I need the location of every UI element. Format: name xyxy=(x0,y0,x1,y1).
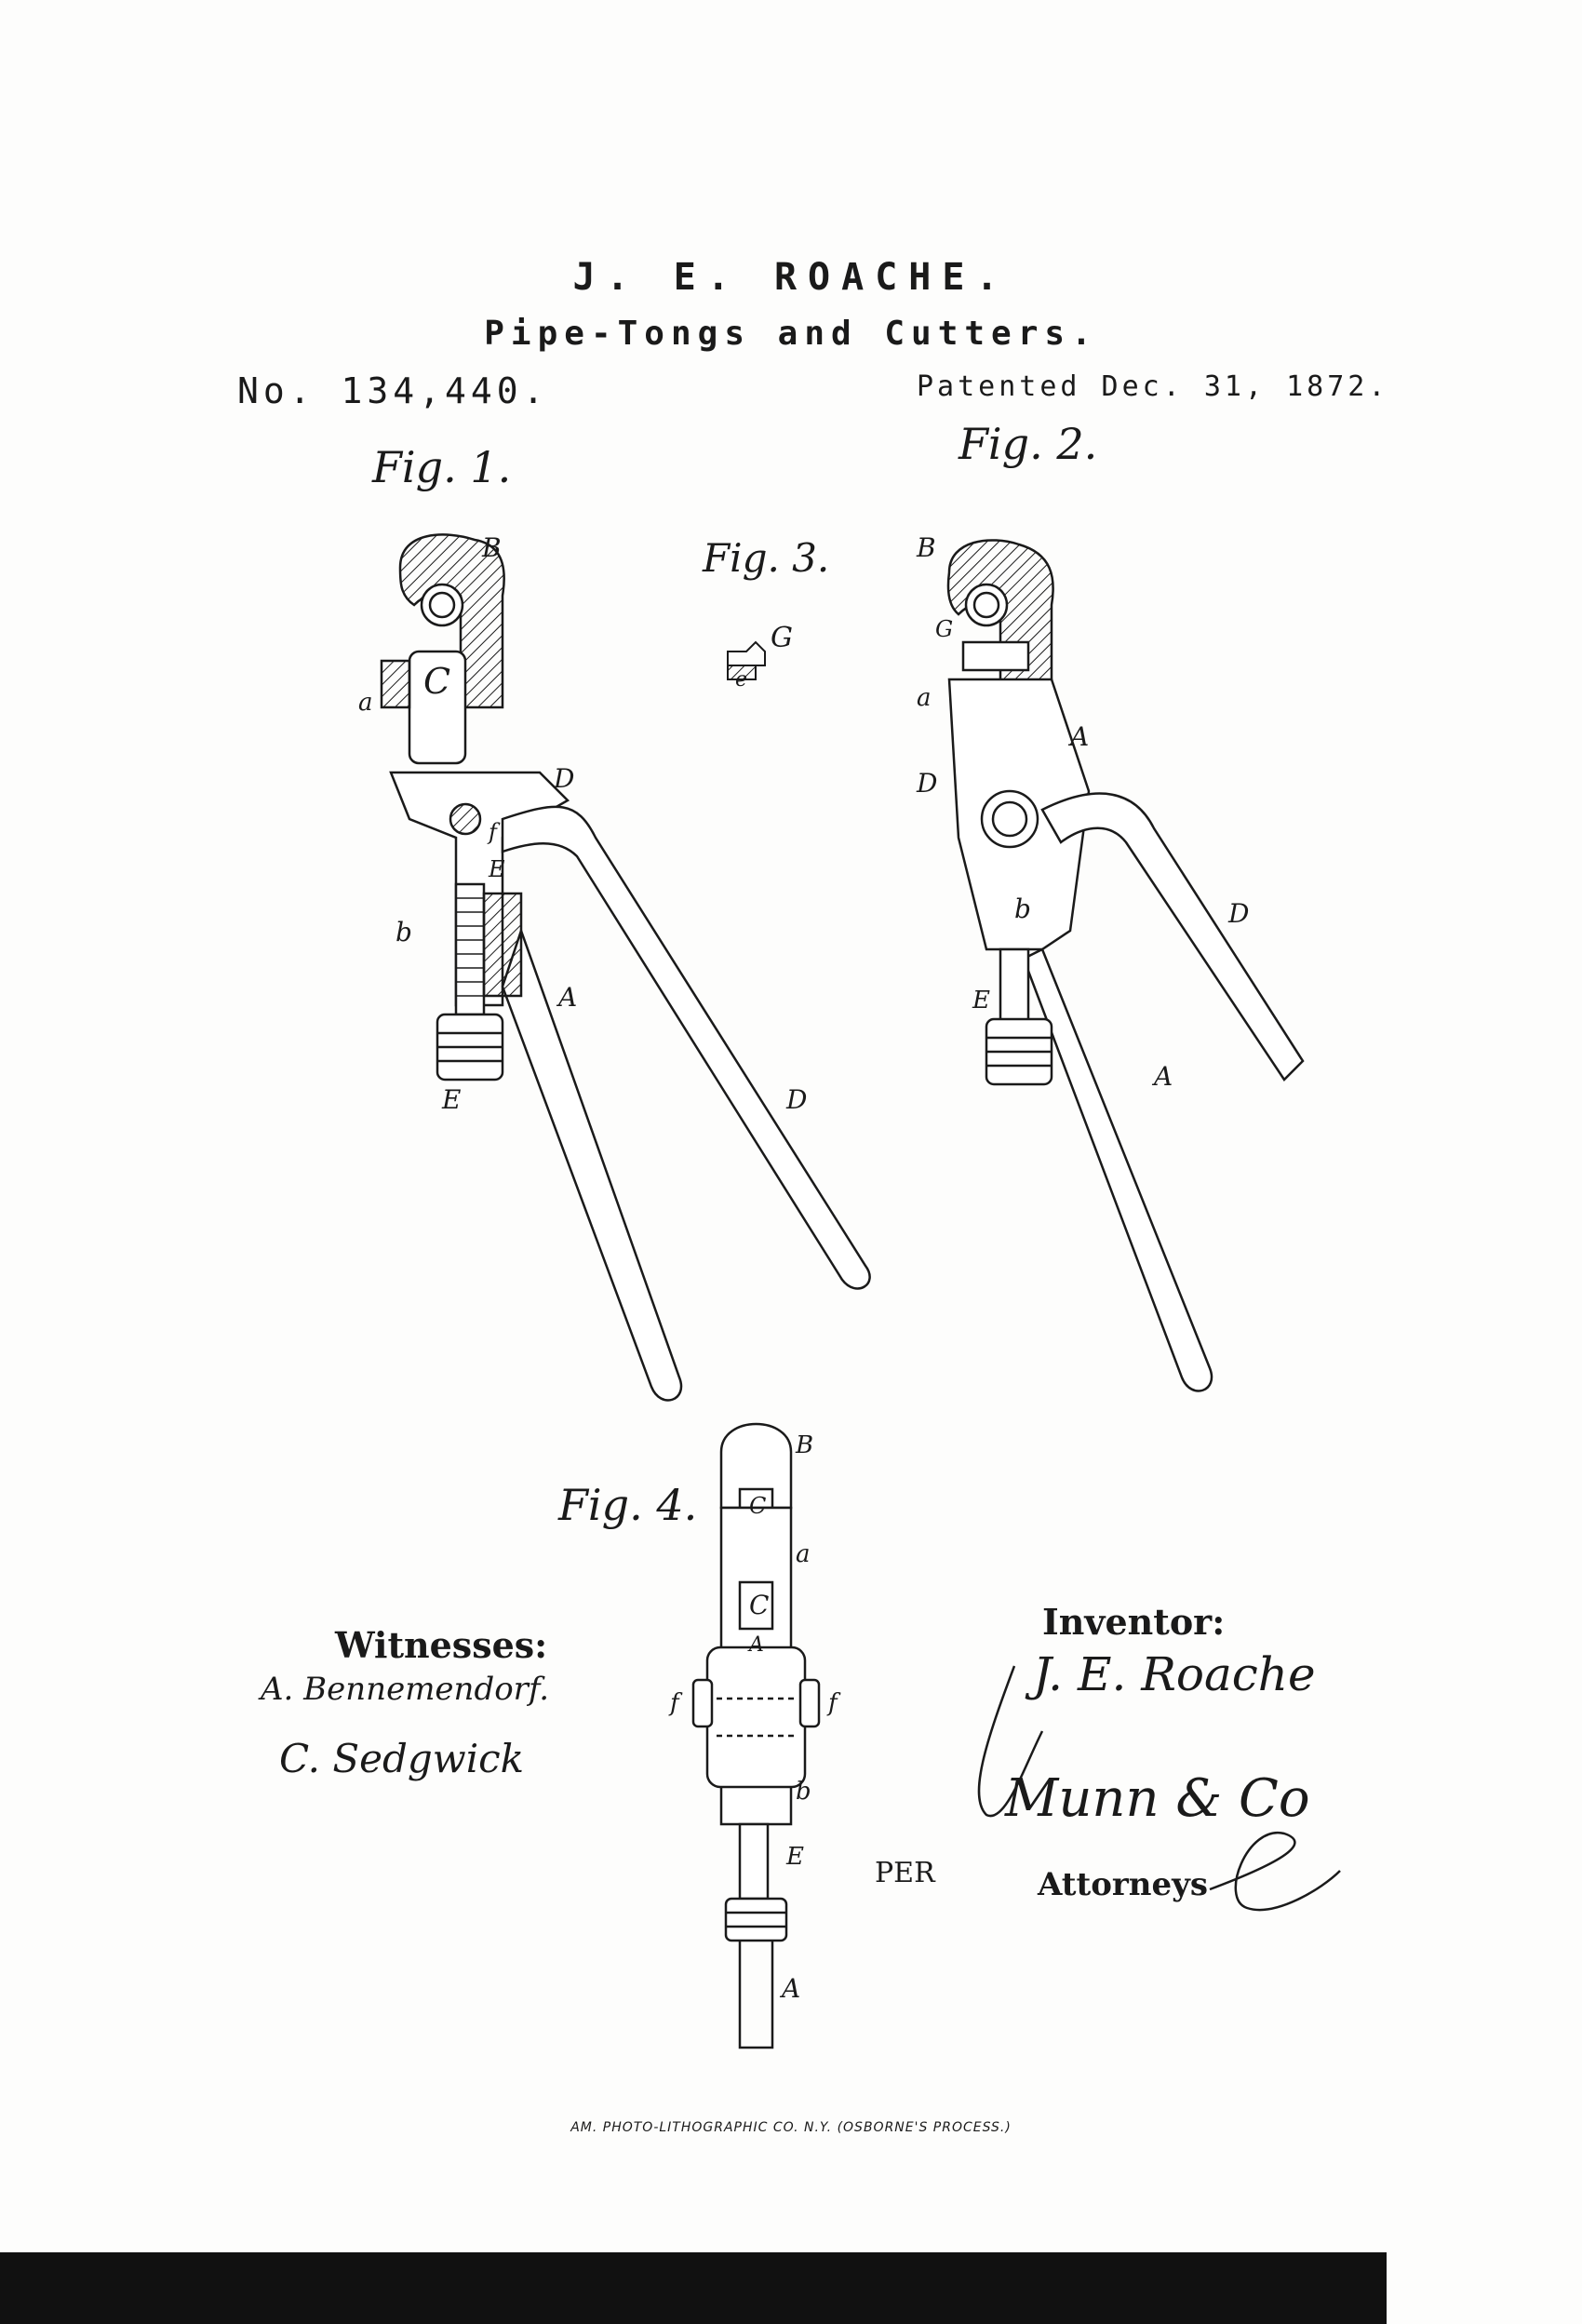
fig2-label-d: D xyxy=(1228,898,1250,929)
inventor-signature: J. E. Roache xyxy=(1033,1647,1316,1701)
fig2-label-g: G xyxy=(935,616,954,642)
patent-number: No. 134,440. xyxy=(237,370,549,411)
fig4-caption: Fig. 4. xyxy=(558,1480,698,1530)
fig4-label-a-small: a xyxy=(796,1540,811,1568)
attorney-sign-loop xyxy=(1209,1831,1341,1912)
fig1-label-b: B xyxy=(482,532,502,563)
fig1-screw-shank xyxy=(454,882,486,1016)
fig2-handle-d xyxy=(1040,792,1305,1081)
inventor-sign-swash xyxy=(977,1665,1044,1818)
fig1-hatched-stop xyxy=(482,892,523,998)
printer-imprint: AM. PHOTO-LITHOGRAPHIC CO. N.Y. (OSBORNE… xyxy=(570,2120,1012,2135)
fig2-pivot-f-inner xyxy=(991,800,1028,838)
fig2-label-a-top: A xyxy=(1070,721,1090,752)
fig1-label-d: D xyxy=(786,1084,808,1115)
fig1-label-d-top: D xyxy=(554,763,575,794)
fig2-label-d-left: D xyxy=(917,768,938,799)
witness-signature-1: A. Bennemendorf. xyxy=(261,1671,550,1708)
fig2-label-b: B xyxy=(917,532,936,563)
fig1-label-c: C xyxy=(423,661,451,702)
fig1-screw-threads xyxy=(456,897,484,997)
fig1-label-e-mid: E xyxy=(489,856,505,882)
fig4-drawing xyxy=(691,1422,821,2049)
fig4-handle-a xyxy=(738,1941,774,2049)
fig4-label-b-small: b xyxy=(796,1778,811,1806)
fig4-pivot-cap-right xyxy=(798,1678,821,1728)
fig3-cutter-g xyxy=(727,640,766,666)
inventor-label: Inventor: xyxy=(1042,1601,1226,1643)
fig3-drawing xyxy=(727,640,766,680)
signature-scribbles xyxy=(977,1665,1341,1912)
witness-signature-2: C. Sedgwick xyxy=(279,1736,525,1781)
fig2-drawing xyxy=(946,539,1305,1392)
fig1-label-a-small: a xyxy=(358,689,373,717)
fig3-caption: Fig. 3. xyxy=(703,535,830,581)
fig3-label-g: G xyxy=(771,622,793,654)
fig1-label-f: f xyxy=(489,819,497,845)
attorneys-label: Attorneys xyxy=(1038,1866,1209,1903)
fig2-caption: Fig. 2. xyxy=(959,419,1098,469)
attorney-signature: Munn & Co xyxy=(1005,1768,1310,1829)
fig4-label-e: E xyxy=(786,1843,804,1871)
patent-date: Patented Dec. 31, 1872. xyxy=(917,370,1389,403)
fig4-label-a: A xyxy=(782,1973,801,2004)
fig4-label-c: C xyxy=(749,1590,770,1620)
fig1-pivot-f xyxy=(449,802,482,836)
fig1-jaw-b xyxy=(398,533,505,709)
fig1-pipe-inner xyxy=(428,591,456,619)
fig1-handle-d xyxy=(501,805,871,1290)
fig2-cutter-g xyxy=(961,640,1030,672)
fig1-drawing xyxy=(380,533,871,1402)
fig1-sleeve-a xyxy=(380,659,411,709)
fig2-label-b-small: b xyxy=(1014,893,1031,924)
fig2-pipe-inner xyxy=(972,591,1000,619)
patent-title: Pipe-Tongs and Cutters. xyxy=(484,315,1098,353)
per-label: PER xyxy=(875,1857,935,1889)
fig2-label-a-small: a xyxy=(917,684,932,712)
fig1-handle-a xyxy=(501,927,683,1402)
fig1-caption: Fig. 1. xyxy=(372,442,512,492)
fig4-pivot-cap-left xyxy=(691,1678,714,1728)
scan-edge-bar xyxy=(0,2252,1387,2324)
fig3-label-e: e xyxy=(735,668,748,692)
fig1-label-a: A xyxy=(558,982,578,1013)
fig4-jaw-b xyxy=(719,1422,793,1510)
fig4-lower-c xyxy=(738,1580,774,1631)
fig4-label-f-left: f xyxy=(670,1689,679,1717)
fig4-nut-e xyxy=(724,1897,788,1942)
fig4-label-f-right: f xyxy=(828,1689,838,1717)
fig4-label-b: B xyxy=(796,1431,814,1459)
fig4-screw xyxy=(738,1822,770,1901)
fig1-label-b-small: b xyxy=(396,917,412,947)
fig4-pivot-housing xyxy=(705,1646,807,1789)
fig1-pipe xyxy=(420,583,464,627)
fig2-pivot-f xyxy=(980,789,1039,849)
fig2-label-e: E xyxy=(972,987,990,1014)
fig2-handle-a xyxy=(1022,947,1213,1392)
fig2-screw-shank xyxy=(999,947,1030,1026)
fig3-cutter-base xyxy=(727,665,757,680)
fig4-label-c-upper: C xyxy=(749,1493,767,1519)
fig2-label-a: A xyxy=(1154,1061,1173,1092)
witnesses-label: Witnesses: xyxy=(335,1624,548,1666)
fig4-label-a-mid: A xyxy=(749,1633,764,1657)
fig2-pipe xyxy=(964,583,1009,627)
fig1-label-e: E xyxy=(442,1084,462,1115)
inventor-name-heading: J. E. ROACHE. xyxy=(572,256,1010,299)
